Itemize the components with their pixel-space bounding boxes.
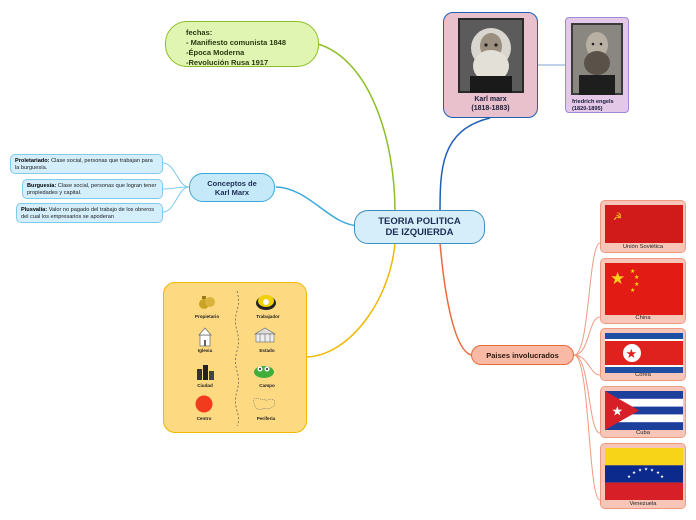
- svg-text:★: ★: [626, 347, 638, 362]
- city-icon: [197, 365, 214, 380]
- country-china[interactable]: ★ ★ ★ ★ ★ China: [600, 258, 686, 324]
- label-campo: Campo: [259, 383, 275, 388]
- link-burguesia: [162, 186, 190, 190]
- concept-plusvalia[interactable]: Plusvalía: Valor no pagado del trabajo d…: [16, 203, 163, 223]
- concept-term: Plusvalía:: [21, 207, 48, 213]
- central-topic[interactable]: TEORIA POLITICA DE IZQUIERDA: [354, 210, 485, 244]
- conceptos-line2: Karl Marx: [214, 187, 250, 197]
- svg-text:★: ★: [638, 468, 642, 474]
- svg-text:★: ★: [634, 281, 639, 288]
- concept-text: Clase social, personas que logran tener …: [27, 183, 157, 196]
- svg-text:★: ★: [627, 474, 631, 480]
- label-propietario: Propietario: [194, 314, 220, 319]
- concept-proletariado[interactable]: Proletariado: Clase social, personas que…: [10, 154, 163, 174]
- label-iglesia: Iglesia: [197, 348, 213, 353]
- svg-text:★: ★: [610, 269, 625, 289]
- world-map-icon: [253, 397, 276, 410]
- red-circle-icon: [195, 395, 213, 413]
- label-periferia: Periferia: [256, 416, 276, 421]
- engels-dates: (1820-1895): [572, 105, 603, 112]
- link-image-panel: [306, 242, 396, 358]
- svg-text:★: ★: [644, 467, 648, 473]
- link-conceptos: [275, 186, 361, 227]
- fechas-item: -Época Moderna: [186, 48, 245, 57]
- karl-marx-dates: (1818-1883): [471, 104, 510, 112]
- svg-text:★: ★: [660, 474, 664, 480]
- venezuela-flag-icon: ★★★★★★★: [605, 448, 683, 500]
- svg-text:★: ★: [650, 468, 654, 474]
- conceptos-line1: Conceptos de: [207, 178, 257, 188]
- link-marx: [439, 117, 491, 216]
- karl-marx-node[interactable]: Karl marx (1818-1883): [443, 12, 538, 118]
- country-label: Unión Soviética: [622, 244, 664, 250]
- country-cuba[interactable]: ★ Cuba: [600, 386, 686, 438]
- svg-text:★: ★: [634, 274, 639, 281]
- link-proletariado: [162, 162, 190, 188]
- country-corea[interactable]: ★ Corea: [600, 328, 686, 381]
- svg-text:★: ★: [656, 470, 660, 476]
- country-label: Cuba: [636, 430, 650, 436]
- engels-node[interactable]: friedrich engels (1820-1895): [565, 17, 629, 113]
- karl-marx-caption: Karl marx (1818-1883): [444, 96, 537, 113]
- country-label: Venezuela: [629, 501, 657, 507]
- engels-portrait: [571, 23, 623, 95]
- paises-node[interactable]: Paises involucrados: [471, 345, 574, 365]
- concept-burguesia[interactable]: Burguesía: Clase social, personas que lo…: [22, 179, 163, 199]
- link-china: [573, 316, 601, 356]
- link-paises: [439, 242, 472, 356]
- central-title-line2: DE IZQUIERDA: [385, 227, 454, 238]
- conceptos-node[interactable]: Conceptos de Karl Marx: [189, 173, 275, 202]
- label-centro: Centro: [196, 416, 212, 421]
- fechas-item: -Revolución Rusa 1917: [186, 58, 269, 67]
- concept-term: Burguesía:: [27, 183, 57, 189]
- paises-label: Paises involucrados: [486, 350, 559, 360]
- government-building-icon: [253, 327, 277, 343]
- church-icon: [198, 327, 212, 347]
- ussr-flag-icon: ☭: [605, 205, 683, 243]
- divider-line: [235, 291, 239, 426]
- link-cuba: [573, 354, 601, 434]
- svg-text:★: ★: [630, 287, 635, 294]
- karl-marx-portrait: [458, 18, 524, 93]
- fechas-title: fechas:: [186, 28, 213, 37]
- link-venezuela: [573, 354, 601, 501]
- engels-caption: friedrich engels (1820-1895): [566, 99, 634, 112]
- svg-text:★: ★: [630, 268, 635, 275]
- country-label: Corea: [635, 372, 651, 378]
- worker-helmet-icon: [256, 295, 276, 310]
- label-trabajador: Trabajador: [256, 314, 280, 319]
- country-venezuela[interactable]: ★★★★★★★ Venezuela: [600, 443, 686, 509]
- engels-name: friedrich engels: [572, 99, 614, 105]
- svg-text:☭: ☭: [613, 212, 622, 223]
- link-fechas: [317, 43, 396, 213]
- country-urss[interactable]: ☭ Unión Soviética: [600, 200, 686, 253]
- karl-marx-name: Karl marx: [474, 96, 507, 103]
- china-flag-icon: ★ ★ ★ ★ ★: [605, 263, 683, 315]
- link-urss: [573, 242, 601, 356]
- concept-term: Proletariado:: [15, 158, 50, 164]
- label-estado: Estado: [259, 348, 275, 353]
- fechas-node[interactable]: fechas: - Manifiesto comunista 1848 -Épo…: [165, 21, 319, 67]
- fechas-item: - Manifiesto comunista 1848: [186, 38, 287, 47]
- link-plusvalia: [162, 186, 190, 213]
- field-icon: [254, 366, 274, 378]
- money-bags-icon: [199, 296, 215, 309]
- concept-text: Valor no pagado del trabajo de los obrer…: [21, 207, 155, 220]
- image-panel[interactable]: Propietario Trabajador Iglesia Estado Ci…: [163, 282, 307, 433]
- cuba-flag-icon: ★: [605, 391, 683, 430]
- svg-text:★: ★: [632, 470, 636, 476]
- svg-text:★: ★: [612, 405, 624, 420]
- country-label: China: [635, 315, 651, 321]
- north-korea-flag-icon: ★: [605, 333, 683, 373]
- central-title-line1: TEORIA POLITICA: [378, 216, 461, 227]
- concept-text: Clase social, personas que trabajan para…: [15, 158, 153, 171]
- label-ciudad: Ciudad: [197, 383, 213, 388]
